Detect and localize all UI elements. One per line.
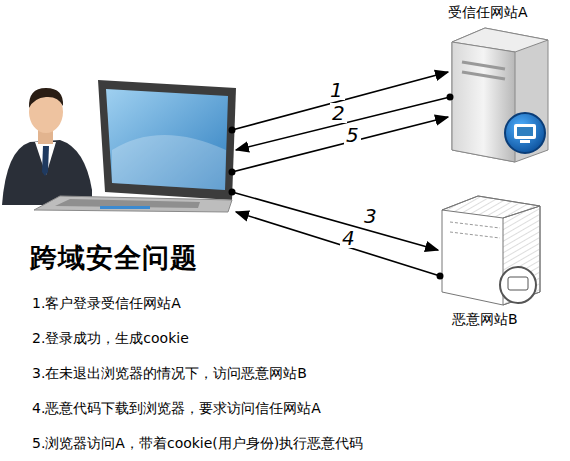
server-b: [442, 196, 540, 305]
callout-number: 3: [362, 206, 379, 226]
user-figure: [2, 88, 92, 205]
server-label: 恶意网站B: [452, 311, 522, 329]
server-a: [452, 28, 548, 162]
step-note: 1.客户登录受信任网站A: [32, 295, 181, 313]
server-label: 受信任网站A: [448, 4, 532, 22]
callout-number: 5: [344, 125, 361, 145]
endpoint-dots: [229, 94, 454, 280]
server-node: 受信任网站A: [448, 4, 532, 22]
step-note: 4.恶意代码下载到浏览器，要求访问信任网站A: [32, 400, 321, 418]
step-note: 3.在未退出浏览器的情况下，访问恶意网站B: [32, 365, 307, 383]
step-note: 5.浏览器访问A，带着cookie(用户身份)执行恶意代码: [32, 435, 363, 453]
callout-number: 4: [340, 228, 357, 248]
callout-number: 1: [328, 80, 345, 100]
server-node: 恶意网站B: [452, 311, 522, 329]
step-note: 2.登录成功，生成cookie: [32, 330, 189, 348]
callout-number: 2: [330, 103, 347, 123]
request-arrows: [232, 72, 450, 276]
diagram-title: 跨域安全问题: [30, 240, 198, 276]
laptop: [34, 80, 236, 212]
